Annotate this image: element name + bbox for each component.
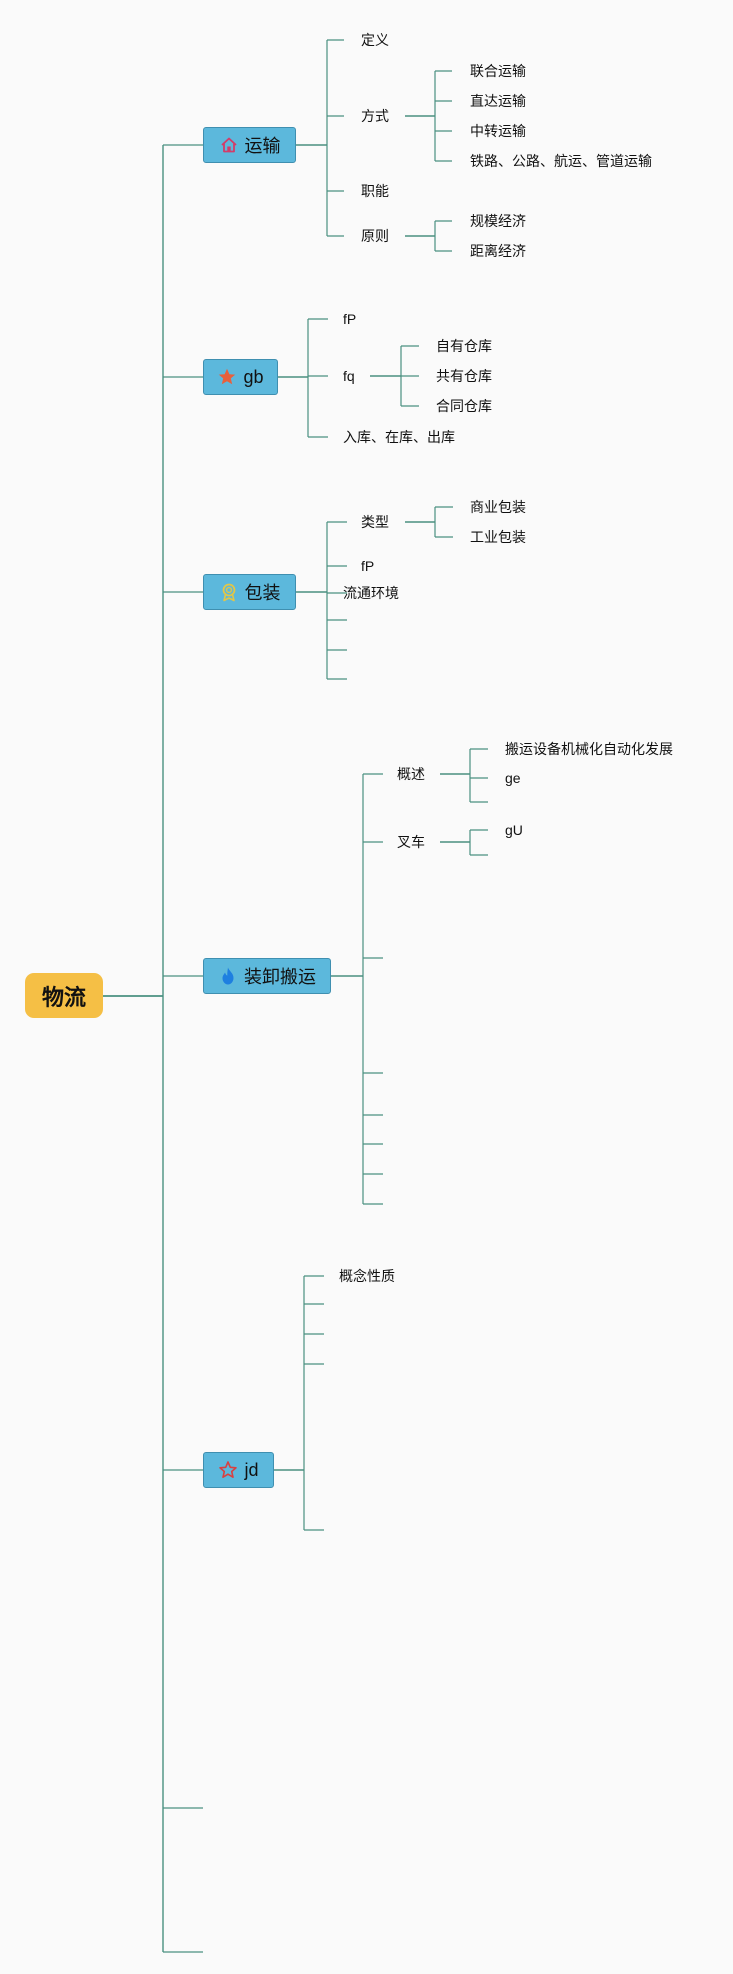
node-transport-function[interactable]: 职能	[361, 183, 389, 199]
root-label: 物流	[41, 984, 86, 1010]
flame-icon	[218, 966, 238, 986]
root-node[interactable]: 物流	[25, 973, 103, 1018]
node-handling-overview[interactable]: 概述	[397, 766, 425, 782]
node-transfer-transport[interactable]: 中转运输	[470, 123, 526, 139]
node-direct-transport[interactable]: 直达运输	[470, 93, 526, 109]
branch-label: jd	[244, 1459, 259, 1480]
node-scale-economy[interactable]: 规模经济	[470, 213, 526, 229]
star-filled-icon	[217, 367, 237, 387]
node-distance-economy[interactable]: 距离经济	[470, 243, 526, 259]
node-pack-type[interactable]: 类型	[361, 514, 389, 530]
node-in-out-stock[interactable]: 入库、在库、出库	[343, 429, 455, 445]
node-contract-warehouse[interactable]: 合同仓库	[436, 398, 492, 414]
branch-node-packaging[interactable]: 包装	[203, 574, 296, 610]
branch-node-handling[interactable]: 装卸搬运	[203, 958, 331, 994]
node-gb-fp[interactable]: fP	[343, 311, 357, 327]
node-own-warehouse[interactable]: 自有仓库	[436, 338, 492, 354]
node-rail-road-ship-pipe[interactable]: 铁路、公路、航运、管道运输	[470, 153, 652, 169]
node-gu[interactable]: gU	[505, 822, 523, 838]
node-ge[interactable]: ge	[505, 770, 521, 786]
node-commercial-pack[interactable]: 商业包装	[470, 499, 526, 515]
branch-label: gb	[243, 366, 264, 387]
node-joint-transport[interactable]: 联合运输	[470, 63, 526, 79]
node-transport-definition[interactable]: 定义	[361, 32, 389, 48]
node-equipment-automation[interactable]: 搬运设备机械化自动化发展	[505, 741, 673, 757]
node-pack-fp[interactable]: fP	[361, 558, 375, 574]
branch-node-transport[interactable]: 运输	[203, 127, 296, 163]
node-transport-principle[interactable]: 原则	[361, 228, 389, 244]
star-outline-icon	[218, 1460, 238, 1480]
node-shared-warehouse[interactable]: 共有仓库	[436, 368, 492, 384]
node-forklift[interactable]: 叉车	[397, 834, 425, 850]
node-gb-fq[interactable]: fq	[343, 368, 355, 384]
home-icon	[219, 135, 239, 155]
award-icon	[219, 582, 239, 602]
node-transport-mode[interactable]: 方式	[361, 108, 389, 124]
branch-label: 包装	[244, 583, 281, 603]
branch-node-jd[interactable]: jd	[203, 1452, 274, 1488]
node-circulation-env[interactable]: 流通环境	[343, 585, 399, 601]
node-concept-nature[interactable]: 概念性质	[339, 1268, 395, 1284]
node-industrial-pack[interactable]: 工业包装	[470, 529, 526, 545]
branch-label: 运输	[244, 136, 281, 156]
branch-label: 装卸搬运	[244, 967, 316, 987]
branch-node-gb[interactable]: gb	[203, 359, 278, 395]
